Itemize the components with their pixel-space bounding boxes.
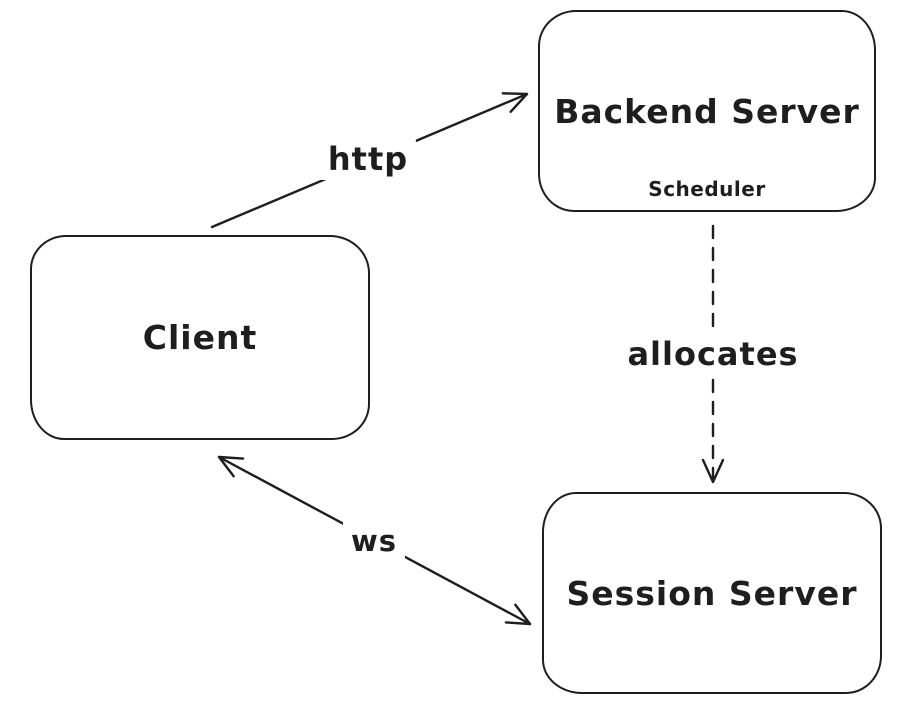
edge-http-label[interactable]: http	[319, 138, 417, 180]
node-backend-server-label: Backend Server	[554, 91, 860, 131]
edge-ws-label[interactable]: ws	[342, 522, 406, 560]
node-session-server[interactable]: Session Server	[542, 492, 882, 694]
node-backend-server-sublabel: Scheduler	[648, 177, 766, 201]
node-client[interactable]: Client	[30, 235, 370, 440]
node-session-server-label: Session Server	[566, 573, 858, 613]
node-backend-server[interactable]: Backend Server Scheduler	[538, 10, 876, 212]
node-client-label: Client	[142, 318, 258, 357]
edge-allocates-label[interactable]: allocates	[619, 333, 807, 375]
